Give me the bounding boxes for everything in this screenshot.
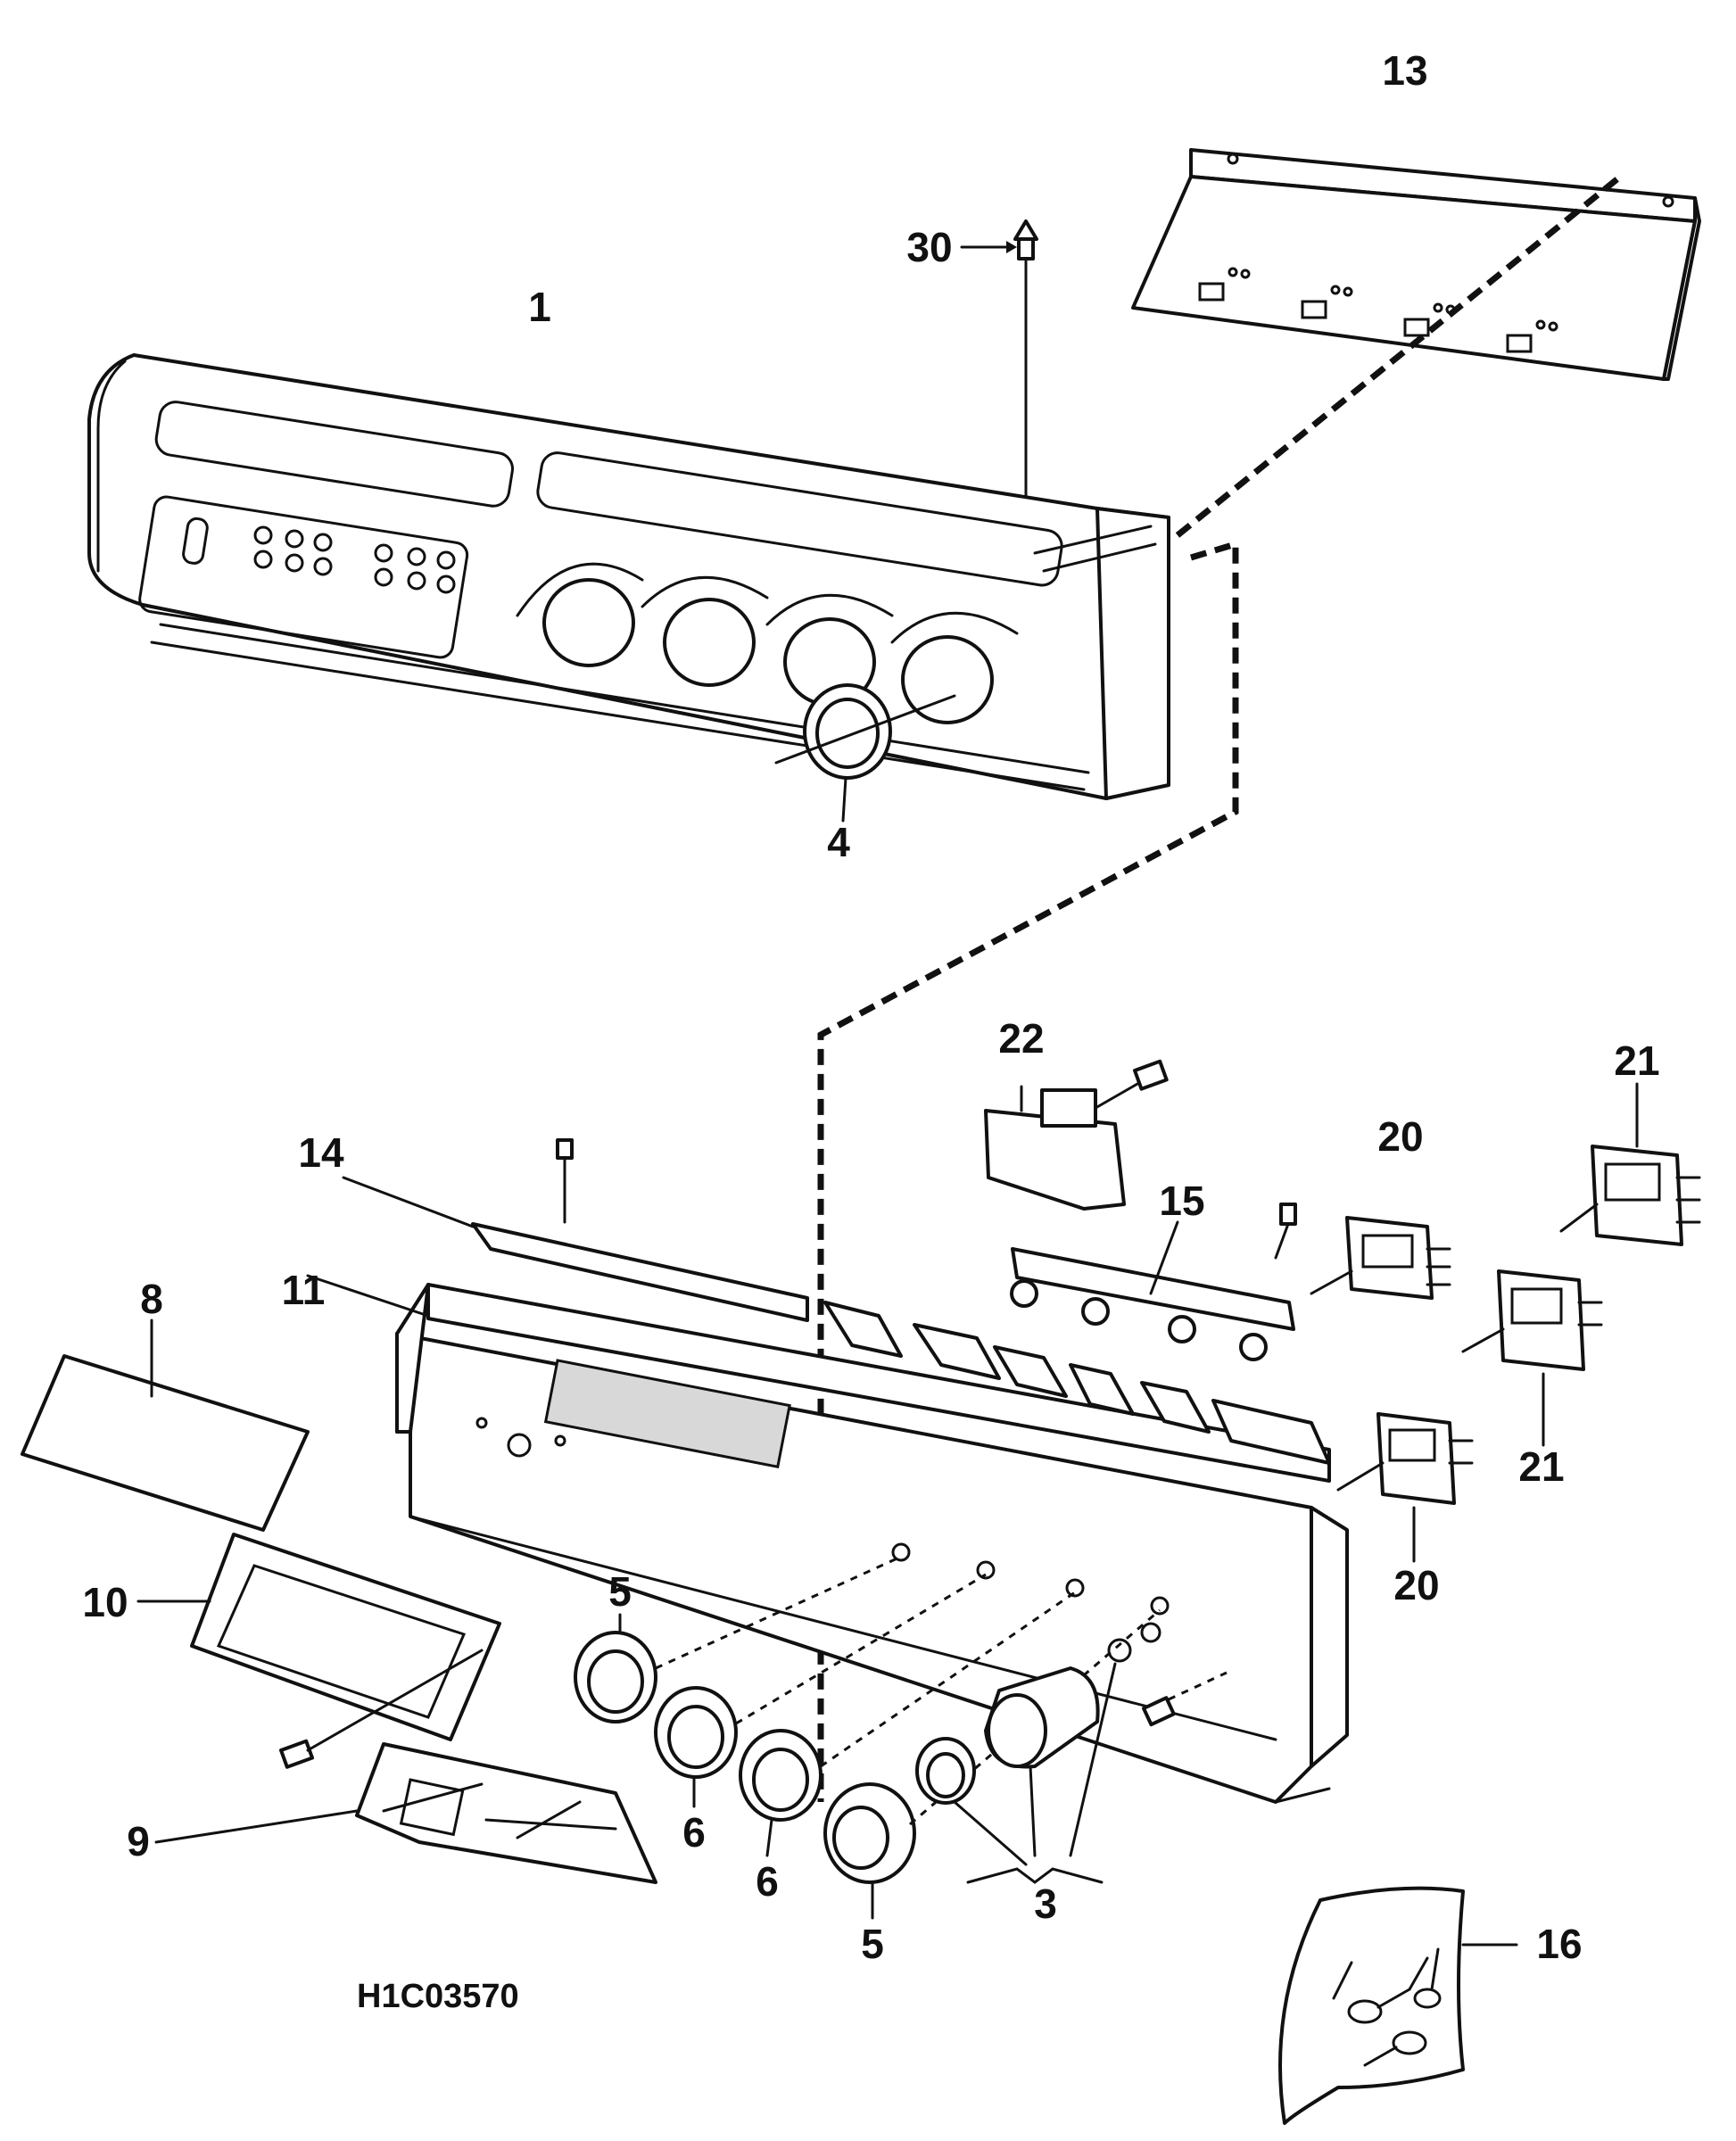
callout-21-lower: 21	[1518, 1443, 1564, 1490]
callout-15: 15	[1159, 1178, 1204, 1224]
part-11-chassis	[306, 1274, 1349, 1804]
callout-10: 10	[82, 1579, 128, 1625]
reference-code: H1C03570	[357, 1978, 519, 2015]
callout-16: 16	[1536, 1921, 1582, 1967]
callout-13: 13	[1382, 47, 1427, 94]
assembly-line-right	[817, 540, 1239, 1802]
part-22-switch-block	[984, 1059, 1169, 1211]
part-9-display-module	[154, 1742, 657, 1884]
callout-22: 22	[998, 1015, 1044, 1062]
rail-tabs	[823, 1301, 1331, 1465]
part-1-control-panel	[87, 353, 1170, 800]
callout-6-left: 6	[682, 1809, 706, 1856]
part-21-switch-upper	[1559, 1082, 1701, 1246]
part-16-spares-bag	[1278, 1886, 1518, 2125]
callout-3: 3	[1034, 1881, 1057, 1927]
part-14-rail	[342, 1138, 809, 1322]
callout-1: 1	[528, 284, 551, 330]
part-10-display-frame	[136, 1533, 501, 1769]
callout-11: 11	[282, 1267, 326, 1313]
part-20-switch-lower	[1336, 1412, 1474, 1563]
callout-5-lower: 5	[861, 1921, 884, 1967]
part-30-screw	[960, 219, 1038, 515]
callout-30: 30	[906, 224, 952, 270]
callout-20-upper: 20	[1377, 1113, 1423, 1160]
bezel-rings	[574, 1555, 1161, 1920]
part-4-knob	[774, 683, 956, 823]
callout-4: 4	[827, 819, 850, 865]
callout-5-upper: 5	[608, 1568, 632, 1615]
part-8-glass	[21, 1318, 310, 1532]
callout-6-right: 6	[756, 1858, 779, 1905]
callout-14: 14	[298, 1129, 344, 1176]
assembly-line-upper	[1175, 171, 1626, 538]
callout-21-upper: 21	[1614, 1037, 1659, 1084]
part-15-lamp-strip	[1010, 1203, 1297, 1361]
callout-20-lower: 20	[1393, 1562, 1439, 1608]
part-20-switch-upper	[1310, 1216, 1451, 1300]
callout-9: 9	[127, 1818, 150, 1864]
part-21-switch-lower	[1461, 1269, 1603, 1447]
part-3-lamp-holders	[915, 1638, 1228, 1884]
callout-8: 8	[140, 1276, 163, 1322]
